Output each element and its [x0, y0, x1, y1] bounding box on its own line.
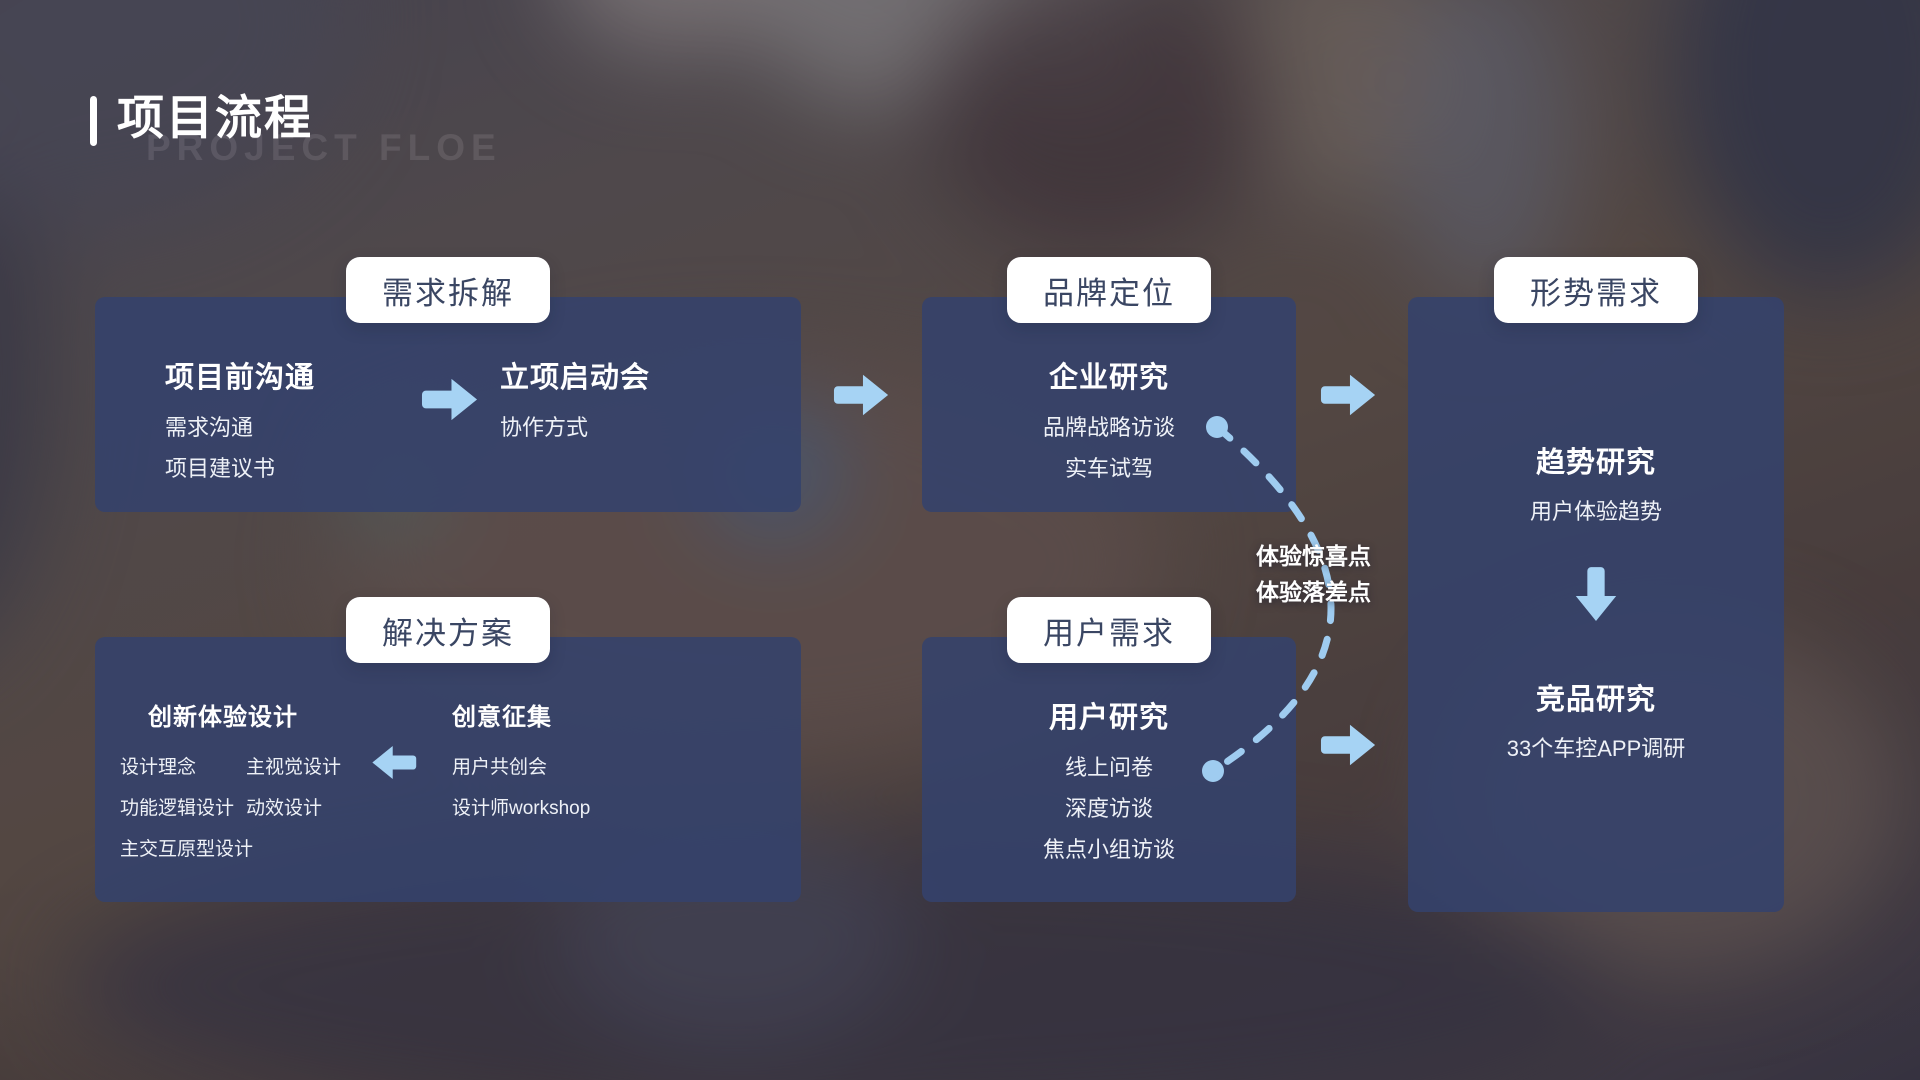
- panel-user-demand: 用户需求 用户研究 线上问卷 深度访谈 焦点小组访谈: [922, 597, 1296, 902]
- step-title: 创新体验设计: [148, 704, 298, 731]
- step-trend-research: 趋势研究 用户体验趋势: [1408, 442, 1784, 532]
- step-competitor-research: 竞品研究 33个车控APP调研: [1408, 679, 1784, 769]
- step-kickoff: 立项启动会 协作方式: [500, 357, 650, 448]
- stage-badge-user-demand: 用户需求: [1007, 597, 1211, 663]
- step-item: 焦点小组访谈: [1042, 837, 1175, 862]
- step-item: 动效设计: [246, 798, 323, 819]
- arrow-down-icon: [1571, 563, 1621, 627]
- panel-brand-positioning: 品牌定位 企业研究 品牌战略访谈 实车试驾: [922, 257, 1296, 512]
- step-item: 需求沟通: [165, 415, 254, 440]
- step-title: 创意征集: [452, 704, 552, 731]
- connector-label: 体验惊喜点: [1256, 543, 1371, 569]
- arrow-right-icon: [1320, 718, 1378, 772]
- step-item: 设计理念: [120, 757, 197, 778]
- stage-badge-situation-demand: 形势需求: [1494, 257, 1698, 323]
- step-pre-project: 项目前沟通 需求沟通 项目建议书: [165, 357, 315, 489]
- connector-label: 体验落差点: [1256, 579, 1371, 605]
- step-item: 功能逻辑设计: [120, 798, 235, 819]
- step-title: 用户研究: [1048, 702, 1169, 734]
- step-item: 线上问卷: [1064, 755, 1153, 780]
- arrow-right-icon: [421, 373, 480, 426]
- step-idea-collection: 创意征集 用户共创会 设计师workshop: [452, 697, 590, 829]
- stage-badge-demand-breakdown: 需求拆解: [346, 257, 550, 323]
- step-item: 协作方式: [500, 415, 589, 440]
- step-item: 主交互原型设计: [120, 839, 254, 860]
- step-title: 趋势研究: [1535, 447, 1656, 479]
- step-item: 33个车控APP调研: [1506, 736, 1686, 761]
- title-watermark: PROJECT FLOE: [146, 127, 502, 168]
- step-item: 实车试驾: [1064, 456, 1153, 481]
- step-item: 用户共创会: [452, 757, 548, 778]
- step-item: 项目建议书: [165, 456, 276, 481]
- panel-demand-breakdown: 需求拆解 项目前沟通 需求沟通 项目建议书 立项启动会 协作方式: [95, 257, 801, 512]
- step-title: 立项启动会: [500, 362, 651, 394]
- arrow-left-icon: [370, 737, 417, 788]
- arrow-right-icon: [833, 368, 891, 422]
- stage-badge-brand-positioning: 品牌定位: [1007, 257, 1211, 323]
- step-item: 品牌战略访谈: [1042, 415, 1175, 440]
- panel-situation-demand: 形势需求 趋势研究 用户体验趋势 竞品研究 33个车控APP调研: [1408, 257, 1784, 912]
- page-title: 项目流程: [117, 91, 313, 144]
- step-item: 主视觉设计: [246, 757, 342, 778]
- arrow-right-icon: [1320, 368, 1378, 422]
- step-item: 设计师workshop: [452, 798, 591, 819]
- step-title: 竞品研究: [1535, 684, 1656, 716]
- title-accent-bar: [90, 96, 97, 146]
- step-title: 企业研究: [1048, 362, 1169, 394]
- stage-badge-solution: 解决方案: [346, 597, 550, 663]
- panel-solution: 解决方案 创新体验设计 设计理念 主视觉设计 功能逻辑设计 动效设计 主交互原型…: [95, 597, 801, 902]
- step-title: 项目前沟通: [165, 362, 316, 394]
- connector-labels: 体验惊喜点 体验落差点: [1256, 538, 1371, 610]
- step-innovation-design: 创新体验设计 设计理念 主视觉设计 功能逻辑设计 动效设计 主交互原型设计: [120, 697, 450, 870]
- step-user-research: 用户研究 线上问卷 深度访谈 焦点小组访谈: [922, 697, 1296, 870]
- step-enterprise-research: 企业研究 品牌战略访谈 实车试驾: [922, 357, 1296, 489]
- step-item: 用户体验趋势: [1529, 499, 1662, 524]
- step-item: 深度访谈: [1064, 796, 1153, 821]
